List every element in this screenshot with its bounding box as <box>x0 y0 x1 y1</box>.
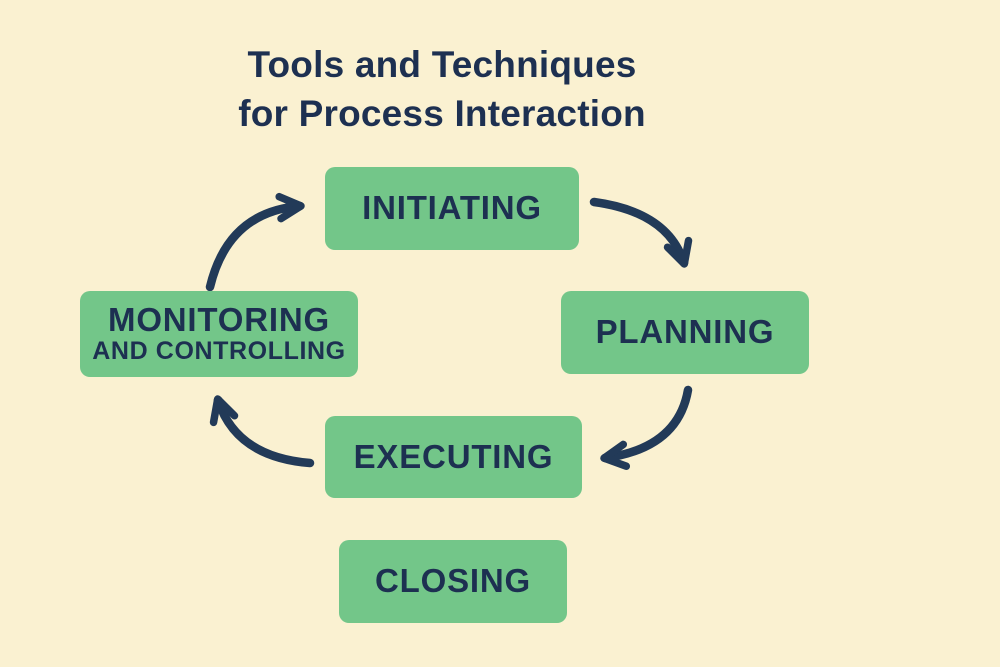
node-executing-label: EXECUTING <box>353 437 554 475</box>
node-initiating-label: INITIATING <box>362 189 542 227</box>
node-monitoring-label-line-2: AND CONTROLLING <box>92 336 346 365</box>
node-planning: PLANNING <box>561 291 809 374</box>
title-line-2: for Process Interaction <box>238 93 646 134</box>
node-monitoring-label-line-1: MONITORING <box>108 300 330 338</box>
node-planning-label: PLANNING <box>595 313 775 351</box>
node-initiating: INITIATING <box>325 167 579 250</box>
node-closing: CLOSING <box>339 540 567 623</box>
arrow-monitoring-to-initiating-icon <box>205 192 305 292</box>
node-executing: EXECUTING <box>325 416 582 498</box>
node-closing-label: CLOSING <box>375 562 531 600</box>
arrow-executing-to-monitoring-icon <box>209 395 315 468</box>
arrow-initiating-to-planning-icon <box>589 197 693 268</box>
arrow-planning-to-executing-icon <box>600 385 693 470</box>
node-monitoring-and-controlling: MONITORING AND CONTROLLING <box>80 291 358 377</box>
page-title: Tools and Techniques for Process Interac… <box>0 40 884 138</box>
title-line-1: Tools and Techniques <box>247 44 637 85</box>
